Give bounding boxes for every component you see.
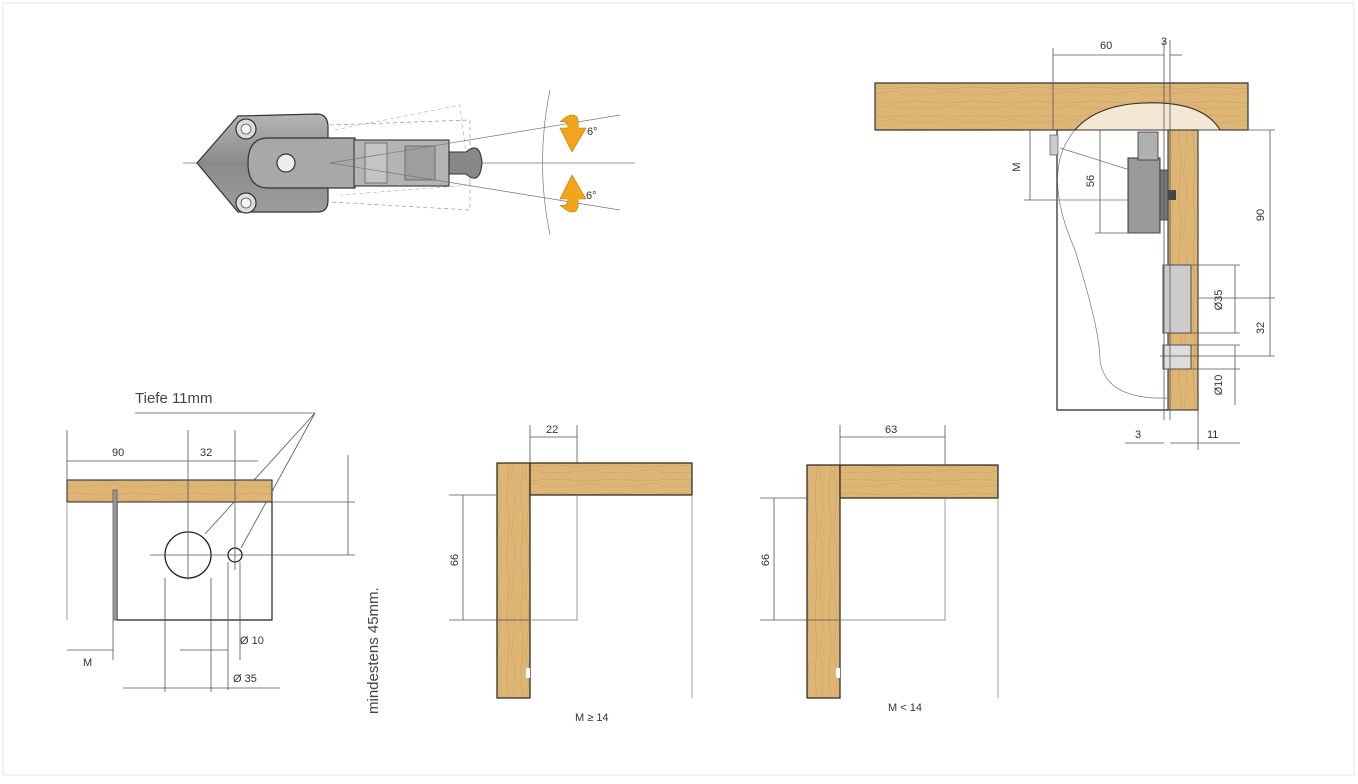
drill-dim-d10: Ø 10 [240, 635, 264, 647]
dim-63: 63 [885, 424, 897, 436]
angle-up-label: 6° [587, 126, 598, 138]
installed-hinge [1127, 157, 1161, 234]
push-knob [448, 147, 483, 179]
hinge-arm [247, 137, 356, 189]
dim-bottom-3: 3 [1135, 429, 1141, 441]
hinge-top-view: 6° 6° [183, 89, 635, 236]
caption-m-lt-14: M < 14 [888, 702, 922, 714]
dim-bottom-11: 11 [1207, 429, 1218, 441]
corner-profile-a: 22 66 M ≥ 14 [449, 424, 693, 724]
drill-dim-90: 90 [112, 447, 124, 459]
caption-m-ge-14: M ≥ 14 [575, 712, 609, 724]
rotate-up-arrow [559, 114, 587, 153]
install-section-view: 60 3 M 56 90 32 Ø35 Ø10 3 11 [874, 36, 1275, 450]
top-panel-b [839, 464, 999, 499]
dim-m: M [1011, 162, 1023, 171]
dim-d10: Ø10 [1213, 375, 1225, 396]
dim-width-60: 60 [1100, 40, 1112, 52]
arm-screw [276, 153, 296, 173]
dim-90: 90 [1255, 209, 1267, 221]
drill-dim-d35: Ø 35 [233, 673, 257, 685]
dim-gap-3: 3 [1161, 36, 1167, 48]
side-panel-b [806, 464, 841, 699]
drill-dim-m: M [83, 657, 92, 669]
drill-dim-32: 32 [200, 447, 212, 459]
dim-66-b: 66 [760, 554, 772, 566]
min-distance-note: mindestens 45mm. [365, 587, 382, 714]
dim-d35: Ø35 [1213, 290, 1225, 311]
rotate-down-arrow [559, 174, 587, 213]
board-edge [66, 479, 273, 503]
side-panel-a [496, 462, 531, 699]
drilling-pattern: Tiefe 11mm 90 32 M Ø 10 Ø 35 [66, 390, 382, 714]
depth-note: Tiefe 11mm [135, 390, 213, 407]
dim-32: 32 [1255, 322, 1267, 334]
top-panel-a [529, 462, 693, 496]
hinge-cup [1162, 264, 1192, 334]
corner-profile-b: 63 66 M < 14 [760, 424, 999, 714]
dim-66-a: 66 [449, 554, 461, 566]
angle-down-label: 6° [586, 190, 597, 202]
dim-22: 22 [546, 424, 558, 436]
dim-56: 56 [1085, 175, 1097, 187]
